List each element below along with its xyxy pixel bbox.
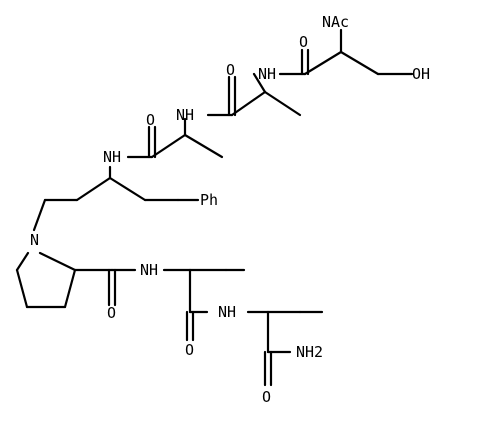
atom-label-nac: NAc: [322, 13, 349, 31]
atom-label-o-ser: O: [299, 33, 308, 51]
atom-label-nh-val2: NH: [218, 303, 236, 321]
atom-label-nh-phe: NH: [103, 148, 121, 166]
atom-label-ph: Ph: [200, 191, 218, 209]
bond-lines: [15, 28, 414, 387]
atom-label-nh2: NH2: [296, 343, 323, 361]
atom-label-o-ala2: O: [226, 61, 235, 79]
atom-label-o-amide: O: [262, 388, 271, 406]
atom-labels: NAc OH O NH O NH O NH Ph N NH O NH O NH2…: [30, 13, 430, 406]
atom-label-o-val1: O: [185, 341, 194, 359]
atom-label-oh: OH: [412, 65, 430, 83]
atom-label-n-pro: N: [30, 231, 39, 249]
atom-label-nh-val1: NH: [140, 261, 158, 279]
atom-label-o-pro: O: [107, 304, 116, 322]
atom-label-nh-ala2: NH: [258, 65, 276, 83]
atom-label-o-ala1: O: [146, 111, 155, 129]
atom-label-nh-ala1: NH: [176, 106, 194, 124]
